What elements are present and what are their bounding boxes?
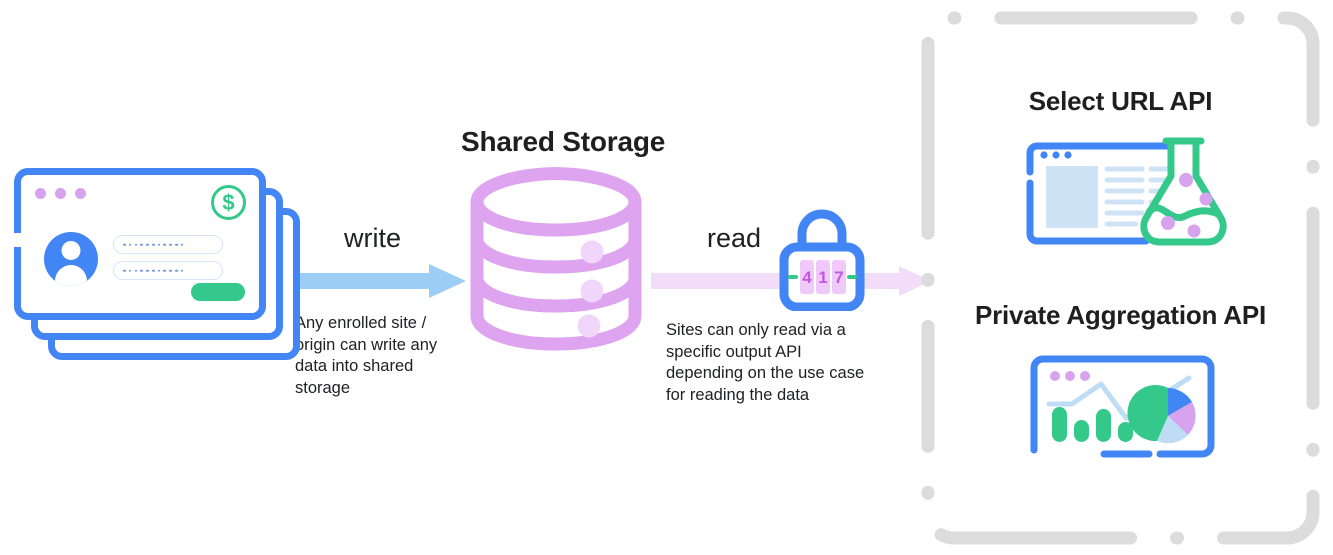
lock-digit: 4 <box>802 268 812 287</box>
masked-value <box>123 269 184 272</box>
write-arrow-icon <box>286 264 466 298</box>
lock-digit: 1 <box>818 268 827 287</box>
read-desc-line: specific output API <box>666 342 802 361</box>
avatar-head <box>61 241 81 260</box>
read-desc-line: for reading the data <box>666 385 810 404</box>
api-block-select-url: Select URL API <box>918 86 1323 246</box>
pie-chart <box>1127 385 1196 444</box>
site-card-front: $ <box>14 168 266 320</box>
avatar <box>44 232 98 286</box>
masked-value <box>123 243 184 246</box>
flask-browser-icon <box>1026 137 1227 246</box>
api-block-private-aggregation: Private Aggregation API <box>918 300 1323 458</box>
lock-icon: 4 1 7 <box>778 203 866 312</box>
window-dot <box>55 188 66 199</box>
write-arrow-label: write <box>344 223 402 253</box>
submit-button[interactable] <box>191 283 245 301</box>
private-aggregation-api-title: Private Aggregation API <box>974 300 1267 330</box>
username-field[interactable] <box>113 235 223 254</box>
shared-storage-title: Shared Storage <box>461 126 666 157</box>
write-description: Any enrolled site / origin can write any… <box>295 313 470 399</box>
select-url-api-title: Select URL API <box>1028 86 1213 116</box>
dollar-sign-icon: $ <box>211 185 246 220</box>
window-dots <box>35 188 86 199</box>
publisher-sites-stack: $ <box>14 168 304 368</box>
read-arrow-label: read <box>707 223 762 253</box>
card-left-notch <box>14 233 21 247</box>
write-desc-line: origin can write any <box>295 335 438 354</box>
window-dot <box>35 188 46 199</box>
read-desc-line: Sites can only read via a <box>666 321 846 339</box>
dollar-glyph: $ <box>222 189 235 215</box>
write-desc-line: storage <box>295 378 351 397</box>
read-desc-line: depending on the use case <box>666 364 865 382</box>
password-field[interactable] <box>113 261 223 280</box>
read-description: Sites can only read via a specific outpu… <box>666 320 906 406</box>
write-desc-line: data into shared <box>295 357 414 375</box>
window-dot <box>75 188 86 199</box>
output-apis-panel: Select URL API <box>918 8 1323 548</box>
panel-dashed-border <box>921 11 1320 545</box>
lock-digit: 7 <box>834 268 843 287</box>
avatar-body <box>55 265 87 286</box>
shared-storage-database-icon <box>470 166 642 352</box>
write-desc-line: Any enrolled site / <box>295 314 427 332</box>
analytics-dashboard-icon <box>1030 355 1215 458</box>
